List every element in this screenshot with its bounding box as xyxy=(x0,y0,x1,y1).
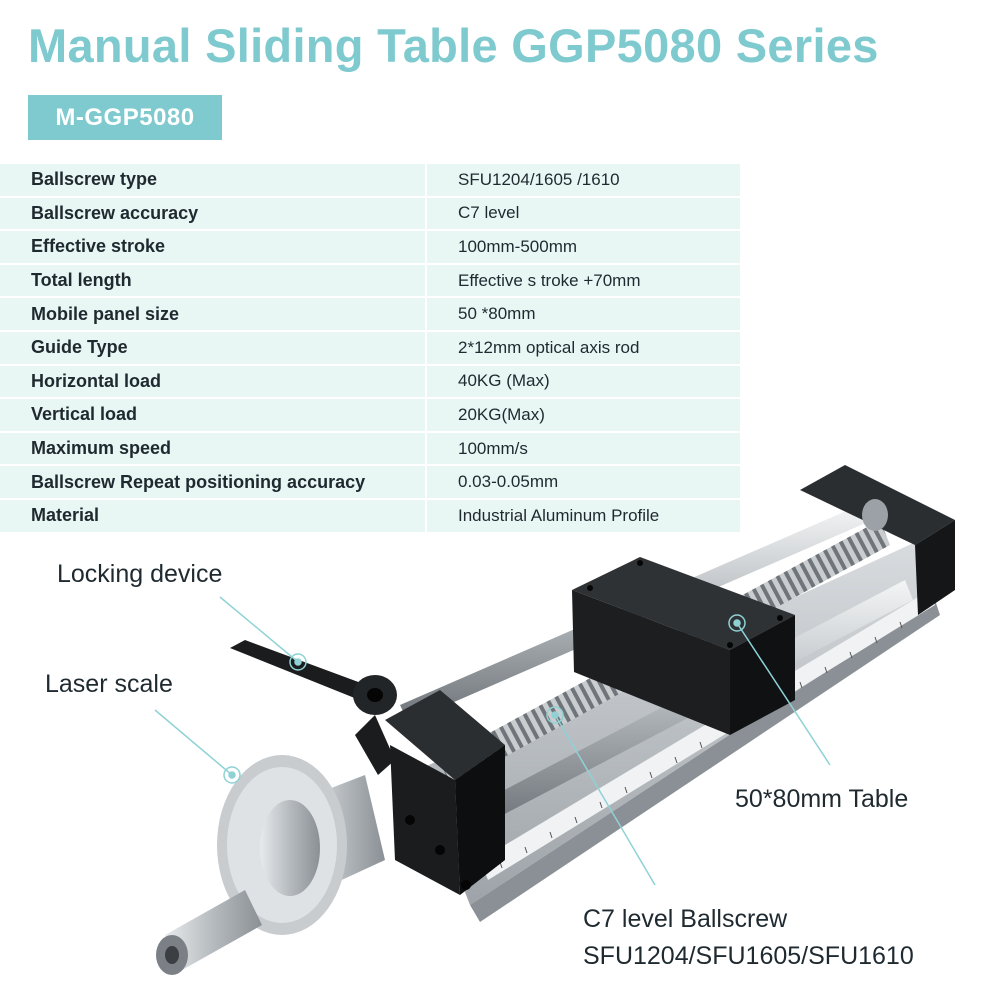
spec-label: Ballscrew accuracy xyxy=(31,202,199,223)
spec-value: 50 *80mm xyxy=(458,304,536,324)
spec-value: 20KG(Max) xyxy=(458,404,545,424)
spec-row: Material Industrial Aluminum Profile xyxy=(0,499,740,534)
end-block-right xyxy=(800,465,955,615)
spec-label: Material xyxy=(31,505,100,526)
spec-row: Ballscrew type SFU1204/1605 /1610 xyxy=(0,164,740,198)
callout-locking-device: Locking device xyxy=(57,560,223,588)
spec-row: Ballscrew accuracy C7 level xyxy=(0,197,740,232)
spec-label: Ballscrew type xyxy=(31,169,158,190)
spec-label: Ballscrew Repeat positioning accuracy xyxy=(31,471,366,492)
spec-table: Ballscrew type SFU1204/1605 /1610 Ballscr… xyxy=(0,164,740,534)
spec-value: 40KG (Max) xyxy=(458,371,550,391)
spec-label: Horizontal load xyxy=(31,370,161,391)
spec-row: Vertical load 20KG(Max) xyxy=(0,399,740,433)
spec-row: Total length Effective s troke +70mm xyxy=(0,264,740,299)
spec-value: Industrial Aluminum Profile xyxy=(458,505,660,525)
spec-label: Mobile panel size xyxy=(31,303,180,324)
spec-label: Total length xyxy=(31,270,132,291)
page-title: Manual Sliding Table GGP5080 Series xyxy=(28,19,879,72)
end-block-left xyxy=(385,690,505,895)
spec-label: Guide Type xyxy=(31,337,128,358)
spec-row: Ballscrew Repeat positioning accuracy 0.0… xyxy=(0,466,740,500)
callout-ballscrew-models: SFU1204/SFU1605/SFU1610 xyxy=(583,942,914,970)
spec-label: Vertical load xyxy=(31,404,138,425)
spec-row: Horizontal load 40KG (Max) xyxy=(0,365,740,400)
spec-value: SFU1204/1605 /1610 xyxy=(458,169,620,189)
spec-value: 2*12mm optical axis rod xyxy=(458,337,640,357)
handwheel xyxy=(156,755,385,975)
callout-markers xyxy=(154,596,831,886)
callout-table: 50*80mm Table xyxy=(735,785,909,813)
spec-value: C7 level xyxy=(458,203,520,223)
spec-row: Guide Type 2*12mm optical axis rod xyxy=(0,331,740,366)
spec-row: Mobile panel size 50 *80mm xyxy=(0,298,740,332)
spec-value: 100mm/s xyxy=(458,438,528,458)
spec-row: Effective stroke 100mm-500mm xyxy=(0,231,740,265)
locking-device xyxy=(230,640,397,775)
model-badge: M-GGP5080 xyxy=(28,95,222,140)
spec-row: Maximum speed 100mm/s xyxy=(0,432,740,467)
spec-label: Effective stroke xyxy=(31,236,166,257)
callout-laser-scale: Laser scale xyxy=(45,670,173,698)
callout-ballscrew-title: C7 level Ballscrew xyxy=(583,905,788,933)
spec-value: 100mm-500mm xyxy=(458,236,578,256)
spec-label: Maximum speed xyxy=(31,438,172,459)
spec-value: Effective s troke +70mm xyxy=(458,270,641,290)
spec-value: 0.03-0.05mm xyxy=(458,472,559,492)
